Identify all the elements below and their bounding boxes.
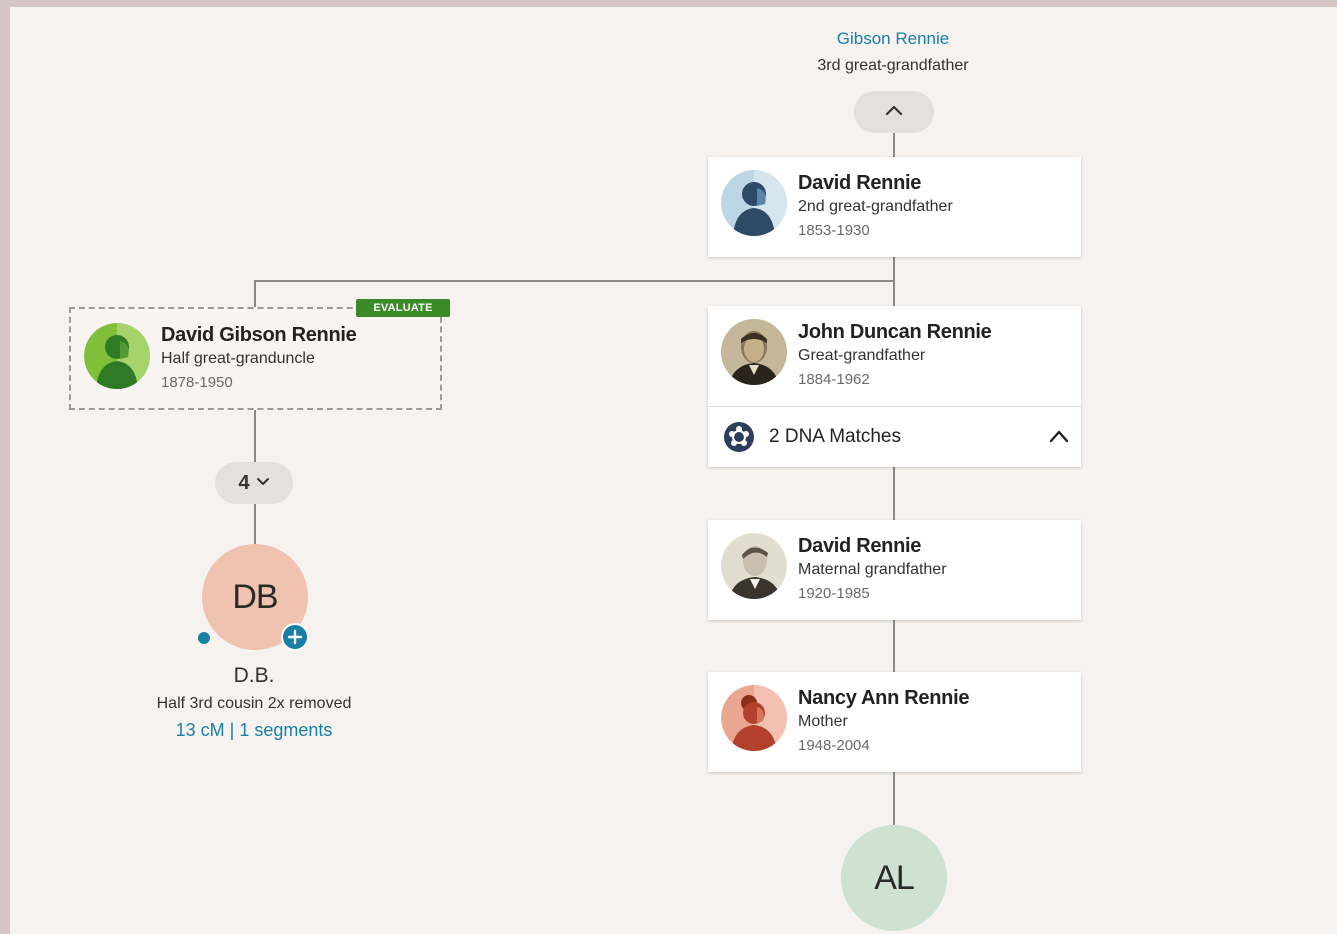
person-relation: 2nd great-grandfather <box>798 198 953 215</box>
connector-line <box>893 133 895 158</box>
person-name: Nancy Ann Rennie <box>798 687 970 709</box>
chevron-down-icon <box>256 474 270 492</box>
card-divider <box>708 406 1081 407</box>
portrait-photo-icon <box>721 533 787 599</box>
silhouette-male-icon <box>721 170 787 236</box>
person-name: David Gibson Rennie <box>161 324 357 346</box>
top-ancestor-name[interactable]: Gibson Rennie <box>836 29 950 48</box>
chevron-up-icon <box>885 103 903 121</box>
person-relation: Mother <box>798 713 848 730</box>
person-relation: Great-grandfather <box>798 347 926 364</box>
person-card-david-rennie-jr[interactable]: David Rennie Maternal grandfather 1920-1… <box>708 520 1081 620</box>
collapsed-generations-button[interactable]: 4 <box>215 462 293 504</box>
person-name: David Rennie <box>798 535 922 557</box>
silhouette-female-icon <box>721 685 787 751</box>
dna-icon <box>723 421 755 453</box>
connector-line <box>254 280 256 307</box>
add-icon[interactable] <box>281 623 309 651</box>
evaluate-badge: EVALUATE <box>356 299 450 317</box>
person-card-john-duncan-rennie[interactable]: John Duncan Rennie Great-grandfather 188… <box>708 306 1081 467</box>
portrait-photo-icon <box>721 319 787 385</box>
dna-matches-toggle[interactable]: 2 DNA Matches <box>708 407 1081 467</box>
person-card-nancy-ann-rennie[interactable]: Nancy Ann Rennie Mother 1948-2004 <box>708 672 1081 772</box>
connector-line <box>254 504 256 544</box>
chevron-up-icon <box>1049 429 1069 448</box>
shared-dna-link[interactable]: 13 cM | 1 segments <box>175 720 333 740</box>
connector-line <box>893 770 895 825</box>
connector-line <box>893 619 895 672</box>
dna-matches-label: 2 DNA Matches <box>769 426 901 447</box>
person-dates: 1948-2004 <box>798 737 870 754</box>
person-dates: 1920-1985 <box>798 585 870 602</box>
collapsed-count: 4 <box>238 471 250 494</box>
connector-line <box>893 467 895 520</box>
person-name: John Duncan Rennie <box>798 321 992 343</box>
match-relation: Half 3rd cousin 2x removed <box>156 695 352 712</box>
person-dates: 1884-1962 <box>798 371 870 388</box>
person-card-david-rennie-sr[interactable]: David Rennie 2nd great-grandfather 1853-… <box>708 157 1081 257</box>
self-avatar[interactable]: AL <box>841 825 947 931</box>
person-dates: 1878-1950 <box>161 374 233 391</box>
status-dot <box>198 632 210 644</box>
tree-canvas: Gibson Rennie 3rd great-grandfather Davi… <box>10 7 1337 934</box>
top-ancestor-relation: 3rd great-grandfather <box>817 57 969 74</box>
person-relation: Half great-granduncle <box>161 350 315 367</box>
expand-up-button[interactable] <box>854 91 934 133</box>
person-card-david-gibson-rennie[interactable]: David Gibson Rennie Half great-granduncl… <box>69 307 442 410</box>
person-dates: 1853-1930 <box>798 222 870 239</box>
person-relation: Maternal grandfather <box>798 561 947 578</box>
person-name: David Rennie <box>798 172 922 194</box>
match-name[interactable]: D.B. <box>233 664 275 687</box>
connector-line <box>254 410 256 462</box>
connector-line <box>254 280 895 282</box>
silhouette-male-icon <box>84 323 150 389</box>
